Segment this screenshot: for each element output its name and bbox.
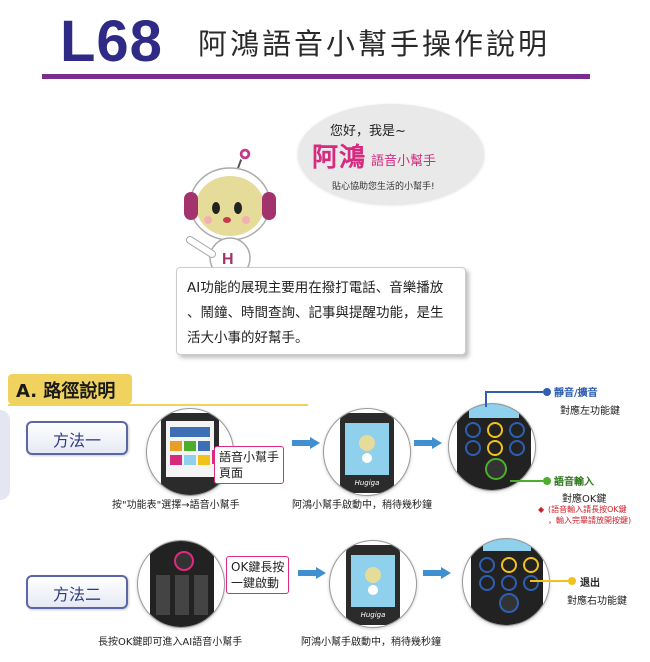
exit-key-dot	[568, 577, 576, 585]
phone-brand: Hugiga	[360, 611, 386, 619]
right-soft-key-highlight	[523, 557, 539, 573]
ok-key	[501, 557, 517, 573]
menu-icon	[198, 455, 210, 465]
exit-key-desc: 對應右功能鍵	[567, 596, 627, 607]
method-2-caption-1: 長按OK鍵即可進入AI語音小幫手	[98, 637, 243, 648]
step-arrow-icon	[292, 437, 320, 449]
callout-line: 一鍵啟動	[231, 576, 280, 590]
ok-key	[487, 422, 503, 438]
keypad-key	[479, 575, 495, 591]
keypad-body	[457, 404, 531, 490]
method-1-keypad-image	[448, 403, 536, 491]
speech-bubble	[298, 104, 484, 204]
title-underline	[42, 74, 590, 79]
method-2-step-2-image: Hugiga	[329, 540, 417, 628]
method-1-callout: 語音小幫手 頁面	[214, 446, 285, 484]
phone-menu-screen	[166, 421, 214, 477]
intro-line: 、鬧鐘、時間查詢、記事與提醒功能，是生	[187, 305, 444, 321]
callout-line: 頁面	[219, 466, 244, 480]
phone-body: Hugiga	[340, 413, 394, 493]
phone-body	[161, 413, 219, 495]
method-2-callout: OK鍵長按 一鍵啟動	[226, 556, 290, 594]
voice-key-note-2: ，輸入完畢請放開按鍵)	[548, 516, 632, 525]
menu-header	[170, 427, 210, 437]
method-1-caption-1: 按"功能表"選擇→語音小幫手	[112, 500, 240, 511]
page-title: 阿鴻語音小幫手操作說明	[198, 27, 551, 61]
phone-launch-screen	[345, 423, 389, 475]
method-1-caption-2: 阿鴻小幫手啟動中，稍待幾秒鐘	[292, 500, 432, 511]
keypad-keys	[156, 575, 208, 615]
method-2-caption-2: 阿鴻小幫手啟動中，稍待幾秒鐘	[301, 637, 441, 648]
callout-line: OK鍵長按	[231, 560, 285, 574]
mascot-body	[362, 453, 372, 463]
phone-brand: Hugiga	[354, 479, 380, 487]
keypad-key	[501, 575, 517, 591]
intro-line: 活大小事的好幫手。	[187, 330, 309, 346]
step-arrow-icon	[423, 567, 451, 579]
callout-line: 語音小幫手	[219, 450, 280, 464]
menu-icon	[170, 441, 182, 451]
voice-key-dot	[543, 477, 551, 485]
left-soft-key	[479, 557, 495, 573]
model-name: L68	[60, 9, 163, 74]
keypad-screen	[469, 404, 519, 418]
bubble-greeting: 您好，我是~	[330, 124, 406, 139]
keypad-screen	[483, 539, 531, 551]
keypad-body	[471, 539, 543, 625]
mute-key-desc: 對應左功能鍵	[560, 406, 620, 417]
ok-key-ring	[499, 593, 519, 613]
step-arrow-icon	[298, 567, 326, 579]
svg-text:H: H	[222, 251, 234, 268]
bubble-brand-sub: 語音小幫手	[371, 154, 437, 169]
bubble-tagline: 貼心協助您生活的小幫手!	[332, 182, 435, 192]
side-decoration	[0, 410, 10, 500]
keypad-body	[150, 541, 214, 627]
method-2-keypad-image	[462, 538, 550, 626]
menu-icon	[184, 455, 196, 465]
mute-key-label: 靜音/擴音	[554, 388, 598, 399]
method-2-label: 方法二	[52, 585, 101, 604]
bubble-brand: 阿鴻	[312, 143, 367, 173]
section-label: A. 路徑說明	[16, 381, 116, 402]
intro-text-box: AI功能的展現主要用在撥打電話、音樂播放 、鬧鐘、時間查詢、記事與提醒功能，是生…	[176, 267, 466, 355]
menu-icon	[170, 455, 182, 465]
left-soft-key	[465, 422, 481, 438]
section-underline	[8, 404, 308, 406]
keypad-key	[509, 440, 525, 456]
method-1-step-2-image: Hugiga	[323, 408, 411, 496]
mute-key-line	[485, 391, 543, 393]
phone-launch-screen	[351, 555, 395, 607]
ok-key-highlight	[485, 458, 507, 480]
exit-key-label: 退出	[580, 578, 600, 589]
keypad-key	[487, 440, 503, 456]
voice-key-note-1: (語音輸入請長按OK鍵	[548, 505, 627, 514]
method-2-button: 方法二	[26, 575, 128, 609]
mute-key-line	[485, 391, 487, 407]
step-arrow-icon	[414, 437, 442, 449]
intro-line: AI功能的展現主要用在撥打電話、音樂播放	[187, 280, 444, 296]
voice-key-label: 語音輸入	[554, 477, 594, 488]
method-1-label: 方法一	[52, 431, 101, 450]
phone-body: Hugiga	[346, 545, 400, 625]
mascot-illustration: H	[184, 147, 276, 286]
method-2-step-1-image	[137, 540, 225, 628]
right-soft-key	[509, 422, 525, 438]
ok-key-highlight	[174, 551, 194, 571]
keypad-key	[523, 575, 539, 591]
exit-key-line	[530, 580, 570, 582]
voice-key-line	[510, 480, 543, 482]
mascot-icon	[365, 567, 381, 583]
mascot-icon	[359, 435, 375, 451]
keypad-key	[465, 440, 481, 456]
method-1-button: 方法一	[26, 421, 128, 455]
voice-key-desc: 對應OK鍵	[562, 494, 607, 505]
menu-icon	[184, 441, 196, 451]
mascot-body	[368, 585, 378, 595]
menu-icon	[198, 441, 210, 451]
warning-icon: ◆	[538, 505, 545, 514]
section-heading: A. 路徑說明	[8, 374, 132, 404]
mute-key-dot	[543, 388, 551, 396]
callout-connector	[212, 450, 214, 464]
